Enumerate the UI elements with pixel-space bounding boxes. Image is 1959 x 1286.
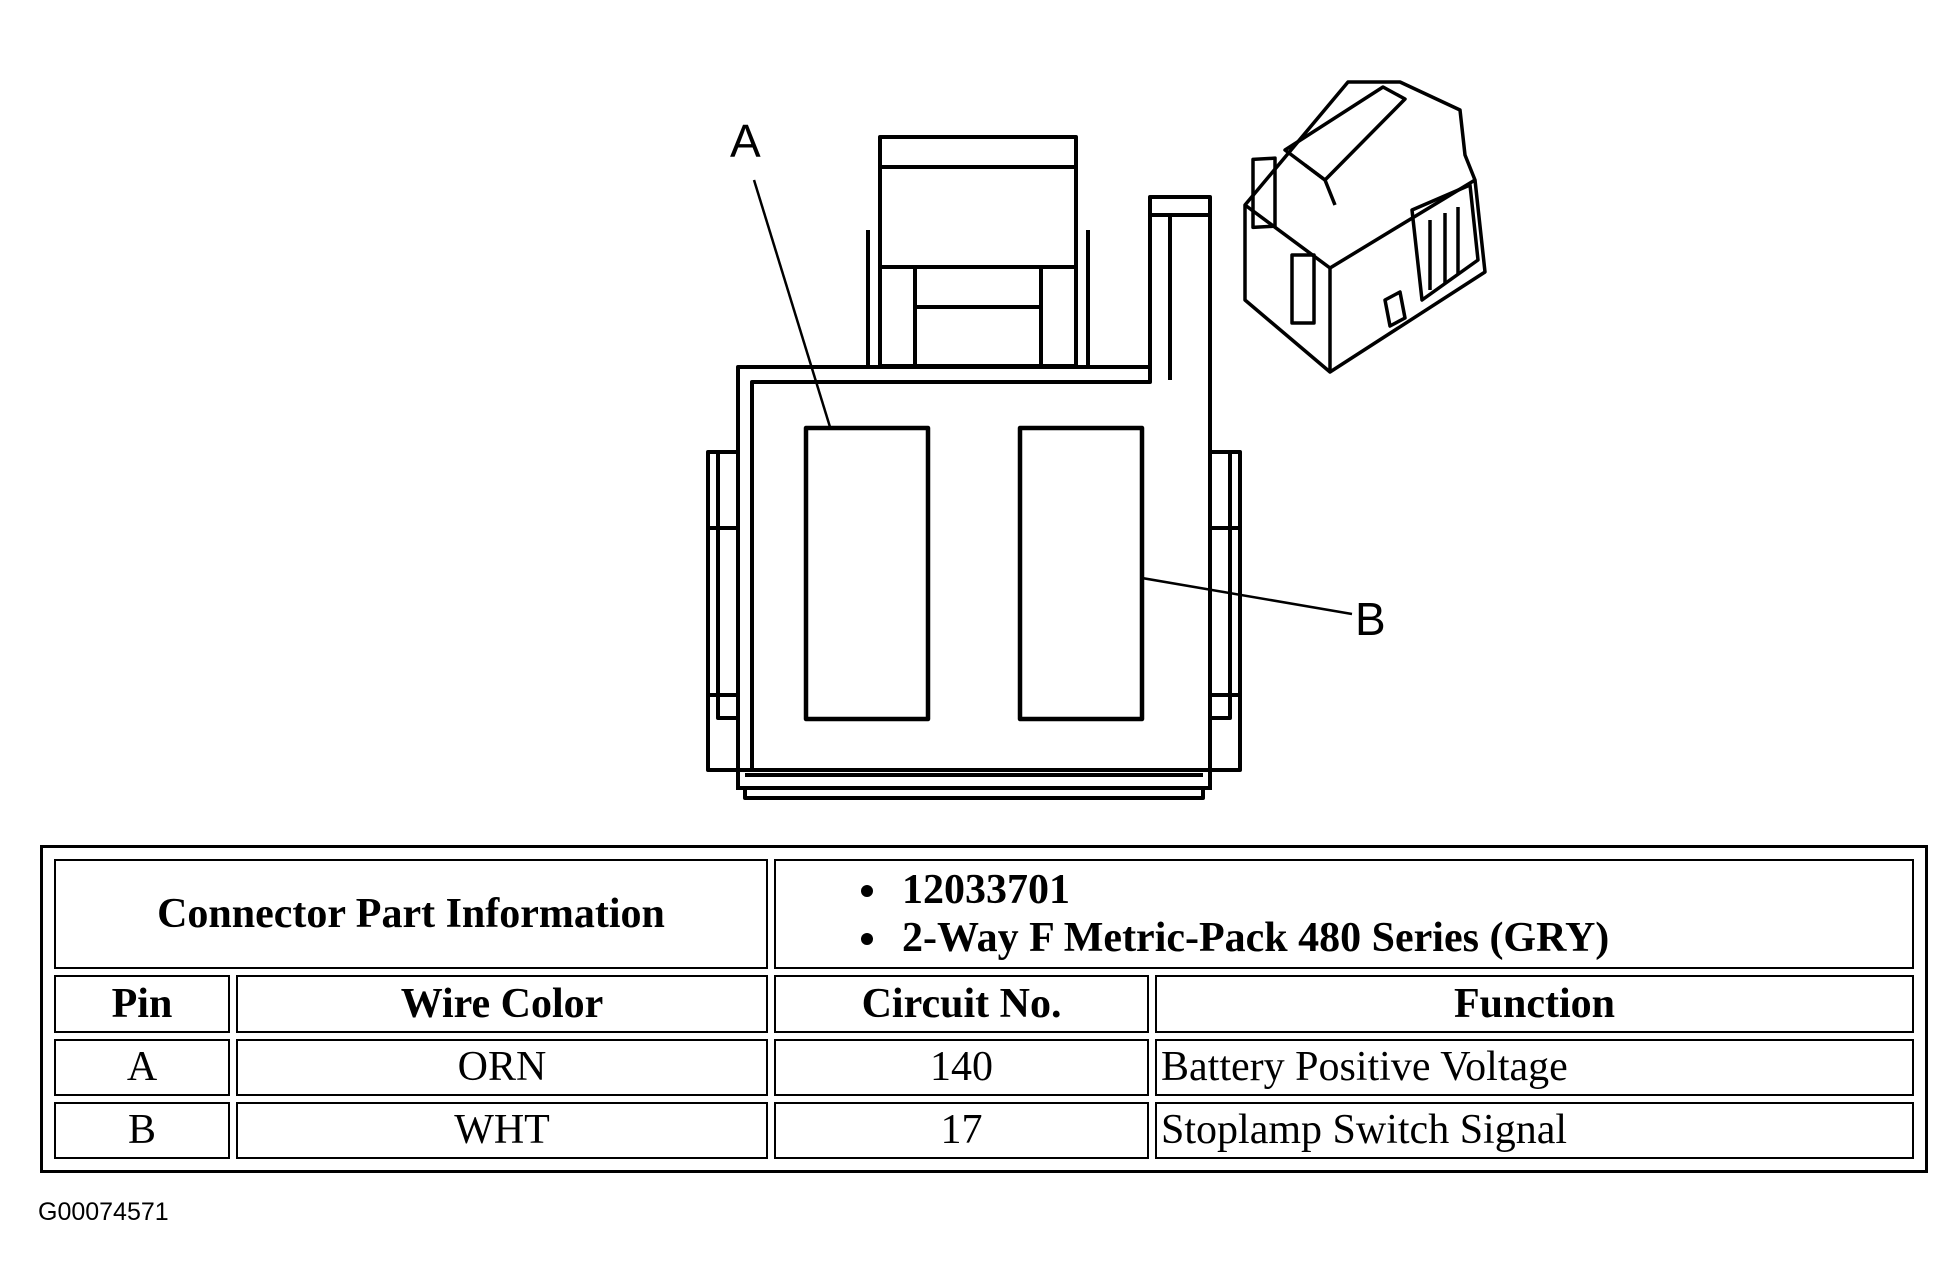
function-cell: Battery Positive Voltage xyxy=(1155,1038,1914,1096)
callout-leader-a xyxy=(752,179,832,428)
connector-diagram xyxy=(706,80,1487,800)
connector-info-table: Connector Part Information 12033701 2-Wa… xyxy=(40,845,1928,1173)
table-row: B WHT 17 Stoplamp Switch Signal xyxy=(54,1101,1914,1159)
header-pin: Pin xyxy=(54,975,230,1033)
wire-color-cell: WHT xyxy=(236,1101,769,1159)
callout-label-b: B xyxy=(1355,593,1386,645)
connector-side-clip-left xyxy=(706,450,738,772)
image-code: G00074571 xyxy=(38,1198,169,1226)
pin-cell: A xyxy=(54,1038,230,1096)
header-wire-color: Wire Color xyxy=(236,975,769,1033)
circuit-cell: 17 xyxy=(774,1101,1150,1159)
circuit-cell: 140 xyxy=(774,1038,1150,1096)
connector-isometric-view xyxy=(1243,80,1487,374)
terminal-cavity-a xyxy=(803,425,931,722)
connector-post xyxy=(1148,195,1212,790)
connector-part-info-value: 12033701 2-Way F Metric-Pack 480 Series … xyxy=(774,859,1914,970)
wire-color-cell: ORN xyxy=(236,1038,769,1096)
callout-leader-b xyxy=(1141,576,1353,616)
terminal-cavity-b xyxy=(1017,425,1145,722)
part-number: 12033701 xyxy=(892,866,1904,914)
part-description: 2-Way F Metric-Pack 480 Series (GRY) xyxy=(892,914,1904,962)
connector-body xyxy=(736,365,1212,800)
function-cell: Stoplamp Switch Signal xyxy=(1155,1101,1914,1159)
callout-label-a: A xyxy=(730,115,761,167)
header-circuit-no: Circuit No. xyxy=(774,975,1150,1033)
connector-part-info-label: Connector Part Information xyxy=(54,859,769,970)
table-row: A ORN 140 Battery Positive Voltage xyxy=(54,1038,1914,1096)
pin-cell: B xyxy=(54,1101,230,1159)
header-function: Function xyxy=(1155,975,1914,1033)
connector-latch xyxy=(866,135,1090,368)
connector-side-clip-right xyxy=(1210,450,1242,772)
